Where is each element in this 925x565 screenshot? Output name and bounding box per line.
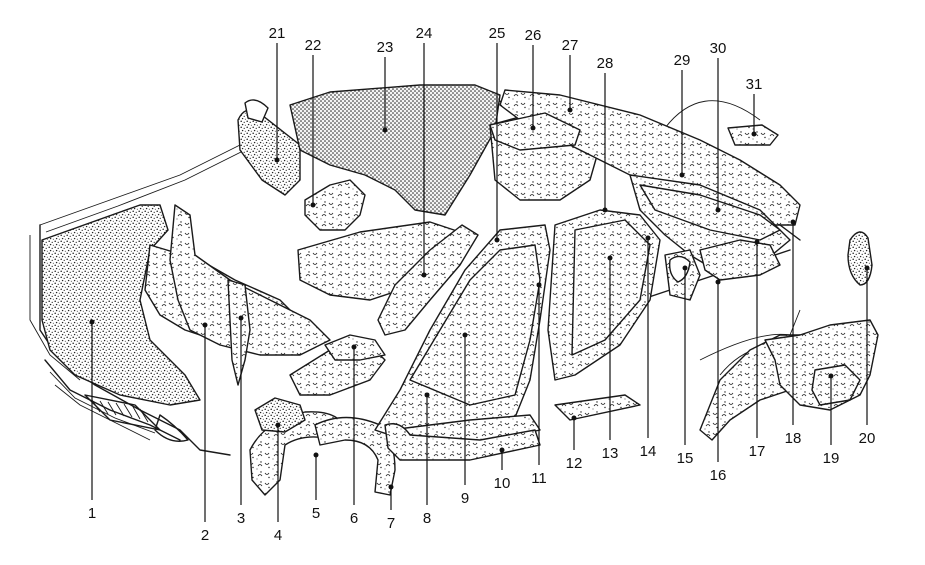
callout-numbers: 1 2 3 4 5 6 7 8 9 10 11 12 13 14 15 16 1… <box>88 25 876 544</box>
roof-headliner <box>289 84 501 216</box>
callout-6: 6 <box>350 510 358 527</box>
callout-1: 1 <box>88 505 96 522</box>
callout-10: 10 <box>494 475 511 492</box>
callout-14: 14 <box>640 443 657 460</box>
callout-22: 22 <box>305 37 322 54</box>
callout-5: 5 <box>312 505 320 522</box>
callout-4: 4 <box>274 527 282 544</box>
callout-20: 20 <box>859 430 876 447</box>
rear-floor-mat-center <box>571 219 651 356</box>
rear-pillar-pad <box>847 231 873 286</box>
callout-2: 2 <box>201 527 209 544</box>
callout-21: 21 <box>269 25 286 42</box>
callout-23: 23 <box>377 39 394 56</box>
tunnel-insulator <box>377 224 479 336</box>
callout-18: 18 <box>785 430 802 447</box>
rear-shelf-pad <box>639 184 781 241</box>
dash-insulator-inner <box>169 204 331 356</box>
callout-30: 30 <box>710 40 727 57</box>
callout-9: 9 <box>461 490 469 507</box>
visor-pad <box>244 99 269 123</box>
front-fender-liner <box>314 416 396 496</box>
callout-27: 27 <box>562 37 579 54</box>
callout-15: 15 <box>677 450 694 467</box>
callout-26: 26 <box>525 27 542 44</box>
callout-24: 24 <box>416 25 433 42</box>
roof-rear-pad <box>489 112 581 151</box>
callout-25: 25 <box>489 25 506 42</box>
rear-wheel-house-pad <box>811 364 861 406</box>
callout-7: 7 <box>387 515 395 532</box>
callout-19: 19 <box>823 450 840 467</box>
rear-door-sill-strip <box>554 394 641 421</box>
rear-door-sill-mat <box>409 244 541 406</box>
callout-28: 28 <box>597 55 614 72</box>
callout-29: 29 <box>674 52 691 69</box>
callout-3: 3 <box>237 510 245 527</box>
callout-leaders <box>89 43 870 522</box>
callout-11: 11 <box>531 470 547 487</box>
cowl-bracket <box>227 279 251 386</box>
hood-insulator <box>41 204 201 406</box>
callout-17: 17 <box>749 443 766 460</box>
front-wheel-house-insulator <box>254 397 306 433</box>
callout-13: 13 <box>602 445 619 462</box>
windshield-side-pad <box>237 109 301 196</box>
quarter-panel-insulator <box>699 239 781 281</box>
callout-8: 8 <box>423 510 431 527</box>
callout-12: 12 <box>566 455 583 472</box>
callout-16: 16 <box>710 467 727 484</box>
callout-31: 31 <box>746 76 763 93</box>
dash-upper-pad <box>304 179 366 231</box>
